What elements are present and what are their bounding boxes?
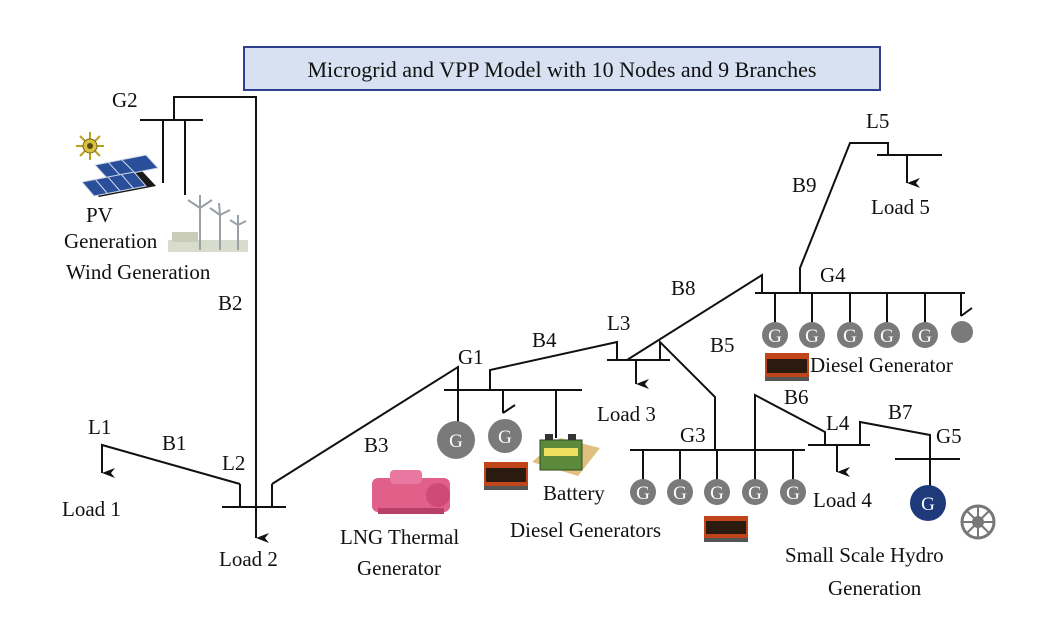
title-box xyxy=(243,46,881,91)
generator-g3-3: G xyxy=(704,479,730,505)
label-b9: B9 xyxy=(792,173,817,197)
label-load5: Load 5 xyxy=(871,195,930,219)
diesel-generator-icon-g3 xyxy=(704,516,748,542)
label-diesel-generator: Diesel Generator xyxy=(810,353,953,377)
label-g3: G3 xyxy=(680,423,706,447)
label-hydro-2: Generation xyxy=(828,576,922,600)
generator-g4-3: G xyxy=(837,322,863,348)
branch-b3-line xyxy=(271,365,459,485)
label-g5: G5 xyxy=(936,424,962,448)
source-labels: PV Generation Wind Generation LNG Therma… xyxy=(64,203,953,600)
svg-text:G: G xyxy=(880,326,894,347)
wind-turbine-icon xyxy=(168,195,248,252)
label-battery: Battery xyxy=(543,481,605,505)
branch-b6-line xyxy=(754,393,826,450)
svg-text:G: G xyxy=(710,483,724,504)
label-l3: L3 xyxy=(607,311,630,335)
svg-text:G: G xyxy=(748,483,762,504)
generator-g4-2: G xyxy=(799,322,825,348)
label-b5: B5 xyxy=(710,333,735,357)
svg-text:G: G xyxy=(786,483,800,504)
label-load3: Load 3 xyxy=(597,402,656,426)
label-g2: G2 xyxy=(112,88,138,112)
generator-g3-5: G xyxy=(780,479,806,505)
node-labels: G2 G1 G3 G4 G5 L1 L2 L3 L4 L5 xyxy=(88,88,962,475)
generator-g4-6 xyxy=(951,321,973,343)
svg-text:G: G xyxy=(921,494,935,515)
sun-icon xyxy=(76,132,104,160)
branch-labels: B1 B2 B3 B4 B5 B6 B7 B8 B9 xyxy=(162,173,913,457)
svg-text:G: G xyxy=(449,431,463,452)
generator-g3-2: G xyxy=(667,479,693,505)
hydro-turbine-icon xyxy=(960,504,996,540)
label-l2: L2 xyxy=(222,451,245,475)
generator-g3-4: G xyxy=(742,479,768,505)
svg-text:G: G xyxy=(498,427,512,448)
generator-lng: G xyxy=(437,421,475,459)
branch-b7-line xyxy=(859,420,931,459)
branch-b9-line xyxy=(799,142,889,293)
svg-text:G: G xyxy=(805,326,819,347)
branch-b4-line xyxy=(489,340,618,390)
label-pv-2: Generation xyxy=(64,229,158,253)
svg-text:G: G xyxy=(843,326,857,347)
load-labels: Load 1 Load 2 Load 3 Load 4 Load 5 xyxy=(62,195,930,571)
branch-b5-line xyxy=(659,339,716,450)
label-l5: L5 xyxy=(866,109,889,133)
generator-g4-4: G xyxy=(874,322,900,348)
generators: G G G G G G G G G G G G G xyxy=(437,321,973,521)
diesel-generator-icon-g4 xyxy=(765,353,809,381)
label-l4: L4 xyxy=(826,411,850,435)
branch-b1-line xyxy=(101,443,241,485)
label-diesel-generators: Diesel Generators xyxy=(510,518,661,542)
diesel-generator-icon-g1 xyxy=(484,462,528,490)
lng-generator-icon xyxy=(372,470,450,514)
svg-text:G: G xyxy=(768,326,782,347)
label-b2: B2 xyxy=(218,291,243,315)
label-b6: B6 xyxy=(784,385,809,409)
label-load2: Load 2 xyxy=(219,547,278,571)
label-g1: G1 xyxy=(458,345,484,369)
generator-g4-5: G xyxy=(912,322,938,348)
svg-text:G: G xyxy=(636,483,650,504)
label-lng-2: Generator xyxy=(357,556,441,580)
diagram-title: Microgrid and VPP Model with 10 Nodes an… xyxy=(308,57,817,82)
label-pv-1: PV xyxy=(86,203,113,227)
branch-b8-line xyxy=(626,273,763,361)
label-hydro-1: Small Scale Hydro xyxy=(785,543,944,567)
label-g4: G4 xyxy=(820,263,846,287)
label-b4: B4 xyxy=(532,328,557,352)
svg-text:G: G xyxy=(673,483,687,504)
label-wind: Wind Generation xyxy=(66,260,211,284)
label-b1: B1 xyxy=(162,431,187,455)
generator-g3-1: G xyxy=(630,479,656,505)
label-b3: B3 xyxy=(364,433,389,457)
label-load1: Load 1 xyxy=(62,497,121,521)
label-b8: B8 xyxy=(671,276,696,300)
branch-b2-line xyxy=(173,96,257,530)
label-load4: Load 4 xyxy=(813,488,872,512)
label-b7: B7 xyxy=(888,400,913,424)
generator-hydro: G xyxy=(910,485,946,521)
label-lng-1: LNG Thermal xyxy=(340,525,459,549)
generator-g4-1: G xyxy=(762,322,788,348)
solar-panel-icon xyxy=(81,154,159,197)
generator-g1-diesel: G xyxy=(488,419,522,453)
battery-icon xyxy=(532,434,600,476)
label-l1: L1 xyxy=(88,415,111,439)
svg-text:G: G xyxy=(918,326,932,347)
network-lines xyxy=(101,96,973,530)
